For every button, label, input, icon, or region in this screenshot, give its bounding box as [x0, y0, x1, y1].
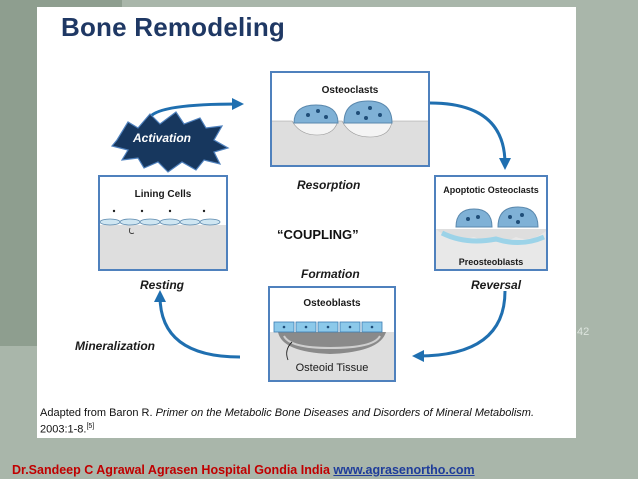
stage-label-formation: Formation [301, 267, 360, 281]
arrow-formation-to-resting [154, 290, 241, 359]
arrow-activation-to-resorption [148, 98, 244, 119]
page-number: 42 [577, 326, 590, 338]
footer-credit: Dr.Sandeep C Agrawal Agrasen Hospital Go… [12, 463, 475, 477]
slide-title: Bone Remodeling [61, 12, 286, 42]
stage-label-activation: Activation [133, 131, 192, 145]
panel-label-lining-cells: Lining Cells [134, 189, 192, 200]
stage-label-resorption: Resorption [297, 178, 361, 192]
stage-label-reversal: Reversal [471, 278, 522, 292]
panel-resorption: Osteoclasts [270, 71, 430, 167]
panel-resting: Lining Cells [98, 175, 228, 271]
reversal-illustration [436, 206, 546, 269]
stage-label-resting: Resting [140, 278, 185, 292]
citation-caption: Adapted from Baron R. Primer on the Meta… [40, 407, 573, 437]
panel-reversal: Apoptotic Osteoclasts Preosteoblasts [434, 175, 548, 271]
arrow-reversal-to-formation [412, 290, 507, 362]
resorption-illustration [272, 100, 428, 165]
panel-label-preosteoblasts: Preosteoblasts [458, 257, 524, 267]
panel-label-osteoid-tissue: Osteoid Tissue [295, 362, 369, 374]
panel-label-osteoblasts: Osteoblasts [303, 298, 361, 309]
panel-label-osteoclasts: Osteoclasts [321, 85, 379, 96]
caption-prefix: Adapted from Baron R. [40, 407, 156, 419]
caption-italic: Primer on the Metabolic Bone Diseases an… [155, 407, 535, 419]
caption-ref: [5] [86, 423, 95, 430]
resting-illustration [100, 209, 226, 269]
arrow-resorption-to-reversal [429, 101, 511, 170]
panel-label-apoptotic-osteoclasts: Apoptotic Osteoclasts [443, 185, 539, 195]
stage-label-mineralization: Mineralization [75, 339, 156, 353]
coupling-label: “COUPLING” [277, 227, 359, 242]
footer-text: Dr.Sandeep C Agrawal Agrasen Hospital Go… [12, 463, 334, 477]
panel-formation: Osteoblasts Osteoid Tissue [268, 286, 396, 382]
formation-illustration [270, 321, 394, 380]
footer-link[interactable]: www.agrasenortho.com [333, 463, 475, 477]
caption-suffix: 2003:1-8. [40, 423, 87, 436]
